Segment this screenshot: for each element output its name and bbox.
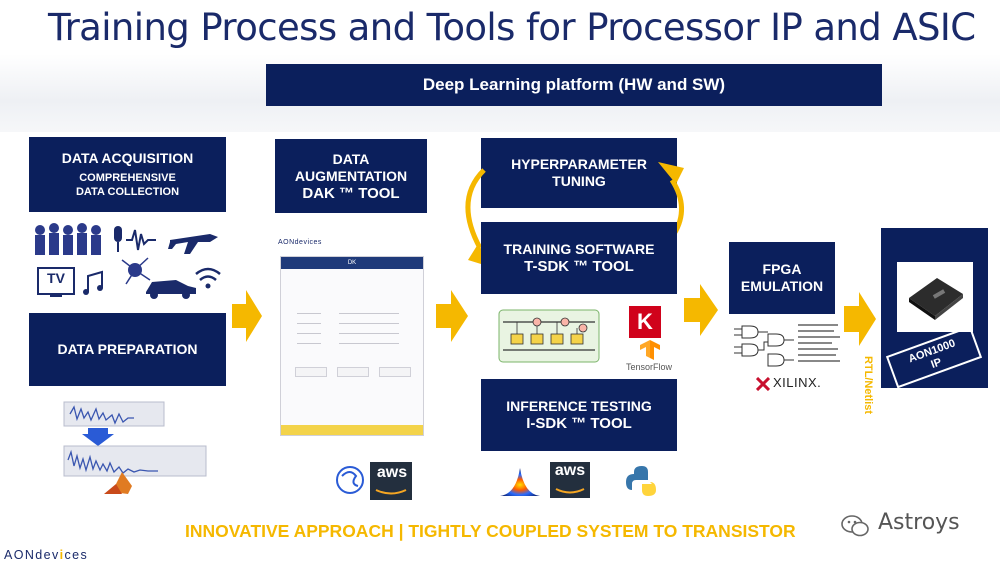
down-arrow-icon bbox=[82, 428, 114, 446]
microphone-icon bbox=[114, 226, 122, 252]
footer-tagline: INNOVATIVE APPROACH | TIGHTLY COUPLED SY… bbox=[185, 521, 796, 541]
app-window: DK bbox=[280, 256, 424, 436]
xilinx-logo-icon bbox=[756, 377, 770, 391]
company-logo: AONdevices bbox=[4, 548, 88, 562]
flow-arrow-4 bbox=[844, 292, 876, 346]
logic-gates-diagram bbox=[734, 324, 840, 367]
waveform-icon bbox=[126, 229, 156, 251]
data-acquisition-subtitle-1: COMPREHENSIVE bbox=[79, 172, 176, 184]
inference-testing-line2: I-SDK ™ TOOL bbox=[526, 415, 632, 432]
keras-logo-icon: K bbox=[629, 306, 661, 338]
fpga-line1: FPGA bbox=[762, 261, 802, 277]
fpga-emulation-box: FPGA EMULATION bbox=[729, 242, 835, 314]
aws-label-1: aws bbox=[376, 464, 408, 481]
lstm-cell-diagram bbox=[498, 309, 600, 363]
fpga-line2: EMULATION bbox=[740, 278, 824, 294]
tensorflow-label: TensorFlow bbox=[626, 362, 673, 372]
audio-editor-thumbnails bbox=[63, 401, 207, 494]
matlab-surface-icon bbox=[500, 468, 540, 496]
data-sources-icons bbox=[35, 223, 221, 299]
hyperparameter-box: HYPERPARAMETER TUNING bbox=[481, 138, 677, 208]
chip-ip-box: AON1000 IP bbox=[881, 228, 988, 389]
flow-arrow-3 bbox=[684, 284, 718, 336]
training-software-line1: TRAINING SOFTWARE bbox=[503, 241, 655, 257]
hyperparameter-line2: TUNING bbox=[552, 173, 606, 189]
logo-part2: i bbox=[59, 548, 65, 562]
inference-testing-line1: INFERENCE TESTING bbox=[506, 398, 652, 414]
training-software-line2: T-SDK ™ TOOL bbox=[524, 258, 634, 275]
watermark-text: Astroys bbox=[878, 510, 960, 535]
platform-banner: Deep Learning platform (HW and SW) bbox=[266, 64, 882, 106]
tv-label: TV bbox=[47, 270, 65, 286]
logo-part3: ces bbox=[64, 548, 89, 562]
tv-icon bbox=[37, 267, 75, 297]
dak-app-screenshot: AONdevices DK bbox=[268, 222, 434, 436]
data-acquisition-box: DATA ACQUISITION COMPREHENSIVE DATA COLL… bbox=[29, 137, 226, 212]
chip-photo-frame bbox=[897, 262, 973, 332]
app-logo-text: AONdevices bbox=[278, 239, 322, 246]
app-header: DK bbox=[281, 257, 423, 269]
data-augmentation-line3: DAK ™ TOOL bbox=[302, 184, 400, 202]
flow-arrow-2 bbox=[436, 290, 468, 342]
car-icon bbox=[146, 280, 196, 294]
tensorflow-logo-icon bbox=[640, 340, 660, 360]
data-augmentation-box: DATA AUGMENTATION DAK ™ TOOL bbox=[275, 139, 427, 213]
matlab-icon bbox=[104, 472, 132, 494]
aws-label-2: aws bbox=[554, 462, 586, 479]
chip-icon bbox=[909, 278, 963, 320]
inference-testing-box: INFERENCE TESTING I-SDK ™ TOOL bbox=[481, 379, 677, 451]
logo-part1: AONdev bbox=[4, 548, 60, 562]
music-notes-icon bbox=[87, 270, 103, 292]
data-augmentation-line2: AUGMENTATION bbox=[294, 167, 408, 184]
data-acquisition-subtitle-2: DATA COLLECTION bbox=[75, 186, 180, 198]
flow-arrow-1 bbox=[232, 290, 262, 342]
data-preparation-box: DATA PREPARATION bbox=[29, 313, 226, 386]
page-title: Training Process and Tools for Processor… bbox=[48, 6, 976, 49]
airplane-icon bbox=[168, 234, 218, 254]
dak-tool-icons bbox=[336, 462, 412, 500]
chip-label-stamp: AON1000 IP bbox=[885, 325, 983, 389]
wechat-icon bbox=[841, 515, 869, 537]
app-footer bbox=[281, 425, 423, 435]
inference-tool-icons bbox=[500, 462, 656, 498]
training-software-box: TRAINING SOFTWARE T-SDK ™ TOOL bbox=[481, 222, 677, 294]
crowd-icon bbox=[35, 223, 101, 255]
hyperparameter-line1: HYPERPARAMETER bbox=[511, 156, 647, 172]
python-logo-icon bbox=[626, 466, 656, 496]
data-acquisition-title: DATA ACQUISITION bbox=[61, 150, 194, 166]
xilinx-label: XILINX. bbox=[773, 375, 822, 390]
rtl-netlist-label: RTL/Netlist bbox=[862, 355, 874, 415]
swirl-logo-icon bbox=[336, 466, 364, 494]
wifi-icon bbox=[195, 267, 221, 281]
data-augmentation-line1: DATA bbox=[332, 150, 370, 167]
